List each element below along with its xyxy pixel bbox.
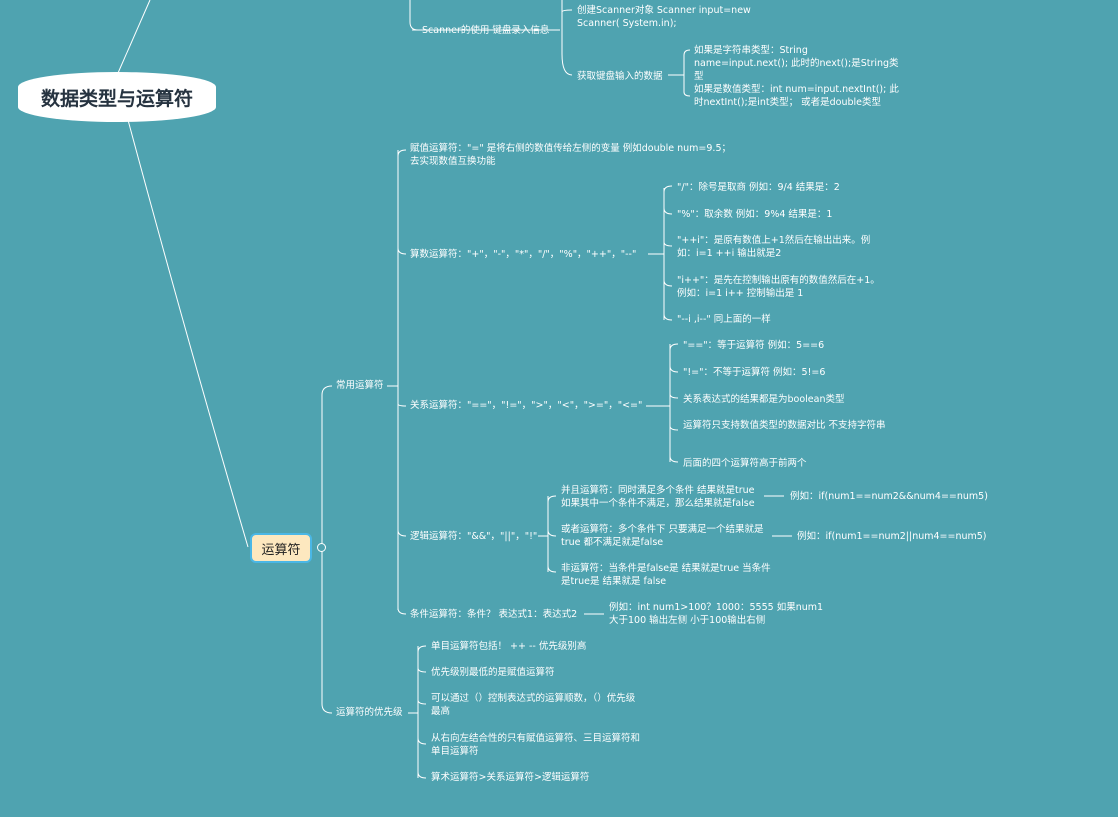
priority-item[interactable]: 优先级别最低的是赋值运算符 [431, 667, 555, 678]
scanner-node[interactable]: Scanner的使用 键盘录入信息 [422, 25, 550, 36]
root-topic[interactable]: 数据类型与运算符 [18, 72, 216, 122]
logic-not-node[interactable]: 非运算符：当条件是false是 结果就是true 当条件是true是 结果就是 … [561, 563, 771, 587]
priority-node[interactable]: 运算符的优先级 [336, 707, 403, 718]
arith-operator-node[interactable]: 算数运算符："+"，"-"，"*"，"/"，"%"，"++"，"--" [410, 249, 637, 260]
priority-item[interactable]: 可以通过（）控制表达式的运算顺数，（）优先级最高 [431, 693, 636, 717]
conditional-example[interactable]: 例如：int num1>100？1000：5555 如果num1大于100 输出… [609, 602, 824, 626]
priority-item[interactable]: 算术运算符>关系运算符>逻辑运算符 [431, 772, 590, 783]
logic-and-example[interactable]: 例如：if(num1==num2&&num4==num5) [790, 491, 988, 502]
logic-or-example[interactable]: 例如：if(num1==num2||num4==num5) [797, 531, 987, 542]
operator-node[interactable]: 运算符 [250, 533, 312, 563]
relational-item[interactable]: "=="：等于运算符 例如：5==6 [683, 340, 825, 351]
scanner-string-node[interactable]: 如果是字符串类型：String name=input.next(); 此时的ne… [694, 45, 899, 82]
assign-operator-node[interactable]: 赋值运算符："=" 是将右侧的数值传给左侧的变量 例如double num=9.… [410, 143, 732, 167]
arith-item[interactable]: "i++"：是先在控制输出原有的数值然后在+1。例如：i=1 i++ 控制输出是… [677, 275, 880, 299]
logic-and-node[interactable]: 并且运算符：同时满足多个条件 结果就是true 如果其中一个条件不满足，那么结果… [561, 485, 755, 509]
priority-item[interactable]: 从右向左结合性的只有赋值运算符、三目运算符和单目运算符 [431, 733, 641, 757]
scanner-int-node[interactable]: 如果是数值类型：int num=input.nextInt(); 此时nextI… [694, 84, 899, 108]
scanner-get-node[interactable]: 获取键盘输入的数据 [577, 71, 663, 82]
collapse-toggle-icon[interactable] [317, 543, 326, 552]
root-title: 数据类型与运算符 [40, 87, 193, 110]
relational-item[interactable]: 后面的四个运算符高于前两个 [683, 458, 807, 469]
relational-item[interactable]: "!="：不等于运算符 例如：5!=6 [683, 367, 826, 378]
arith-item[interactable]: "++i"：是原有数值上+1然后在输出出来。例如：i=1 ++i 输出就是2 [677, 235, 871, 259]
relational-operator-node[interactable]: 关系运算符："=="，"!="，">"，"<"，">="，"<=" [410, 400, 643, 411]
logic-or-node[interactable]: 或者运算符：多个条件下 只要满足一个结果就是true 都不满足就是false [561, 524, 764, 548]
arith-item[interactable]: "--i ,i--" 同上面的一样 [677, 314, 771, 325]
logic-operator-node[interactable]: 逻辑运算符："&&"，"||"，"!" [410, 531, 538, 542]
arith-item[interactable]: "%"：取余数 例如：9%4 结果是：1 [677, 209, 833, 220]
relational-item[interactable]: 关系表达式的结果都是为boolean类型 [683, 394, 845, 405]
priority-item[interactable]: 单目运算符包括！ ++ -- 优先级别高 [431, 641, 587, 652]
scanner-create-node[interactable]: 创建Scanner对象 Scanner input=new Scanner( S… [577, 5, 751, 29]
arith-item[interactable]: "/"：除号是取商 例如：9/4 结果是：2 [677, 182, 840, 193]
common-operators-node[interactable]: 常用运算符 [336, 380, 384, 391]
operator-node-label: 运算符 [261, 542, 301, 558]
relational-item[interactable]: 运算符只支持数值类型的数据对比 不支持字符串 [683, 420, 886, 431]
conditional-operator-node[interactable]: 条件运算符：条件？ 表达式1：表达式2 [410, 609, 578, 620]
